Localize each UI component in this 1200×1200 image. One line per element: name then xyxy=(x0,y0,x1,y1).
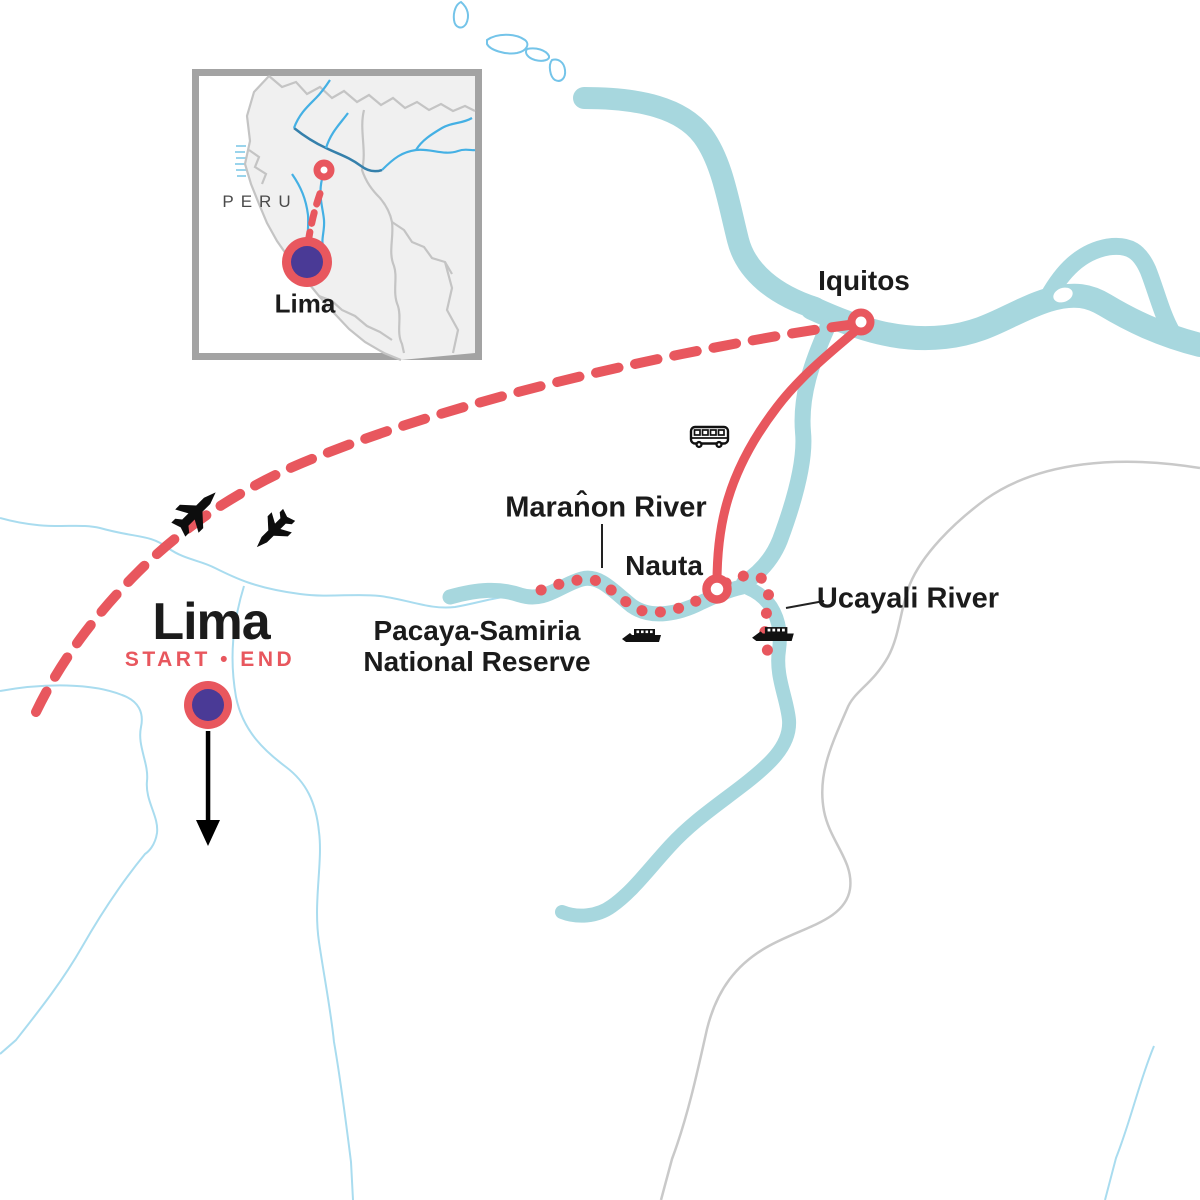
lima-marker xyxy=(184,681,232,729)
cruise-route-east xyxy=(720,569,775,658)
stream-west xyxy=(0,517,513,609)
pacaya-samiria-label-line1: Pacaya-Samiria xyxy=(373,615,581,646)
inset-iquitos-marker xyxy=(313,159,335,181)
stream-lines xyxy=(0,517,1155,1200)
inset-coast-hatching xyxy=(235,145,246,177)
lake-outlines xyxy=(452,0,567,82)
river-ucayali xyxy=(555,581,797,923)
inset-map xyxy=(192,69,482,362)
nauta-label: Nauta xyxy=(625,550,703,581)
river-amazon-upper xyxy=(573,87,826,319)
down-arrow-icon xyxy=(196,731,220,846)
inset-lima-label: Lima xyxy=(274,288,336,319)
country-border-line xyxy=(659,460,1200,1200)
boat-icon-west xyxy=(622,629,661,642)
airplane-outbound-icon xyxy=(171,492,216,537)
stream-southeast xyxy=(1104,1045,1155,1200)
stream-southwest xyxy=(0,684,159,1055)
boat-icon-east xyxy=(752,627,794,641)
lima-label: Lima xyxy=(152,593,270,651)
iquitos-label: Iquitos xyxy=(818,265,910,296)
bus-icon xyxy=(689,425,730,449)
bus-route-line xyxy=(712,322,865,588)
lima-start-end-label: START • END xyxy=(124,648,296,671)
maranon-river-label: Maran̂on River xyxy=(505,491,707,524)
flight-route-line xyxy=(31,320,854,717)
cruise-route-west xyxy=(518,573,718,618)
river-island xyxy=(1053,287,1073,303)
pacaya-samiria-label-line2: National Reserve xyxy=(363,646,591,677)
river-amazon-loop xyxy=(1039,237,1181,341)
stream-south xyxy=(231,585,354,1200)
ucayali-river-label: Ucayali River xyxy=(816,582,1000,615)
ucayali-leader-line xyxy=(785,600,825,609)
iquitos-marker xyxy=(847,308,875,336)
nauta-marker xyxy=(702,574,732,604)
airplane-return-icon xyxy=(256,508,296,548)
river-amazon-east xyxy=(800,283,1200,357)
inset-borders xyxy=(243,75,476,362)
inset-peru-label: PERU xyxy=(222,192,298,211)
pacaya-samiria-label: Pacaya-Samiria National Reserve xyxy=(363,615,590,677)
inset-lima-marker xyxy=(282,237,332,287)
